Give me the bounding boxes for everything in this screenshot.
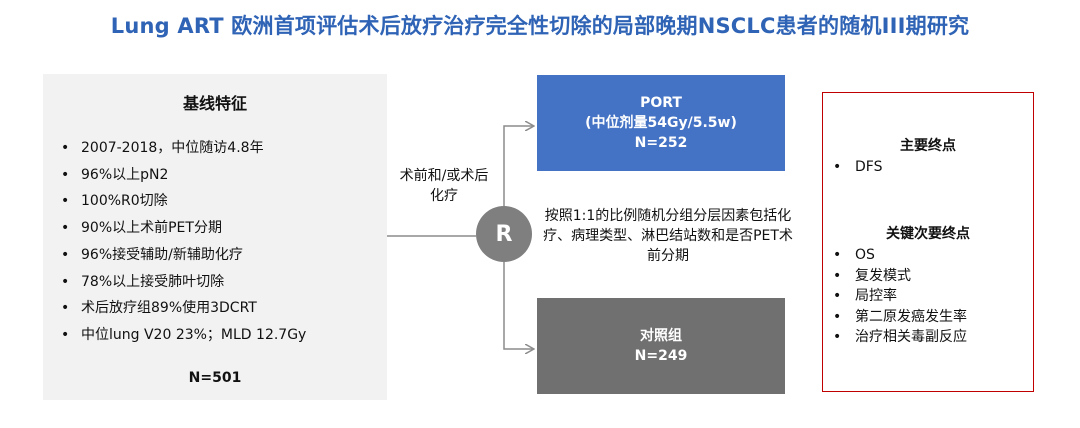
connector-r-to-port [503, 126, 533, 206]
secondary-endpoint-item: •第二原发癌发生率 [833, 308, 967, 325]
primary-endpoint-heading: 主要终点 [900, 138, 956, 154]
baseline-item: •96%以上pN2 [61, 166, 169, 183]
baseline-item: •78%以上接受肺叶切除 [61, 273, 225, 290]
primary-endpoint-list: •DFS [833, 157, 882, 178]
baseline-item: •100%R0切除 [61, 193, 168, 210]
port-arm-name: PORT [640, 95, 682, 111]
baseline-heading: 基线特征 [182, 94, 247, 113]
control-arm-box: 对照组 N=249 [537, 298, 785, 394]
secondary-endpoint-list: •OS •复发模式 •局控率 •第二原发癌发生率 •治疗相关毒副反应 [833, 245, 967, 348]
secondary-endpoint-item: •OS [833, 247, 875, 263]
primary-endpoint-item: •DFS [833, 159, 883, 175]
secondary-endpoint-item: •复发模式 [833, 267, 911, 284]
baseline-item: •90%以上术前PET分期 [61, 220, 222, 237]
secondary-endpoint-item: •治疗相关毒副反应 [833, 329, 967, 345]
baseline-item: •96%接受辅助/新辅助化疗 [61, 246, 243, 263]
endpoints-panel: 主要终点 •DFS 关键次要终点 •OS •复发模式 •局控率 •第二原发癌发生… [822, 92, 1034, 392]
port-arm-box: PORT (中位剂量54Gy/5.5w) N=252 [537, 75, 785, 171]
baseline-item: •术后放疗组89%使用3DCRT [61, 300, 257, 317]
secondary-endpoint-heading: 关键次要终点 [886, 226, 970, 242]
baseline-sample-size: N=501 [188, 370, 242, 386]
baseline-panel: 基线特征 •2007-2018，中位随访4.8年 •96%以上pN2 •100%… [43, 74, 387, 400]
secondary-endpoint-item: •局控率 [833, 288, 897, 304]
port-arm-dose: (中位剂量54Gy/5.5w) [585, 115, 737, 131]
page-title: Lung ART 欧洲首项评估术后放疗治疗完全性切除的局部晚期NSCLC患者的随… [110, 14, 970, 38]
baseline-list: •2007-2018，中位随访4.8年 •96%以上pN2 •100%R0切除 … [61, 135, 306, 349]
control-arm-n: N=249 [634, 348, 688, 364]
connector-r-to-control [503, 262, 533, 349]
control-arm-name: 对照组 [640, 328, 682, 344]
pre-treatment-label: 术前和/或术后化疗 [399, 168, 489, 204]
randomization-node: R [476, 206, 532, 262]
randomization-note: 按照1:1的比例随机分组分层因素包括化疗、病理类型、淋巴结站数和是否PET术前分… [543, 208, 793, 264]
port-arm-n: N=252 [634, 135, 688, 151]
baseline-item: •2007-2018，中位随访4.8年 [61, 140, 264, 156]
baseline-item: •中位lung V20 23%；MLD 12.7Gy [61, 326, 307, 343]
